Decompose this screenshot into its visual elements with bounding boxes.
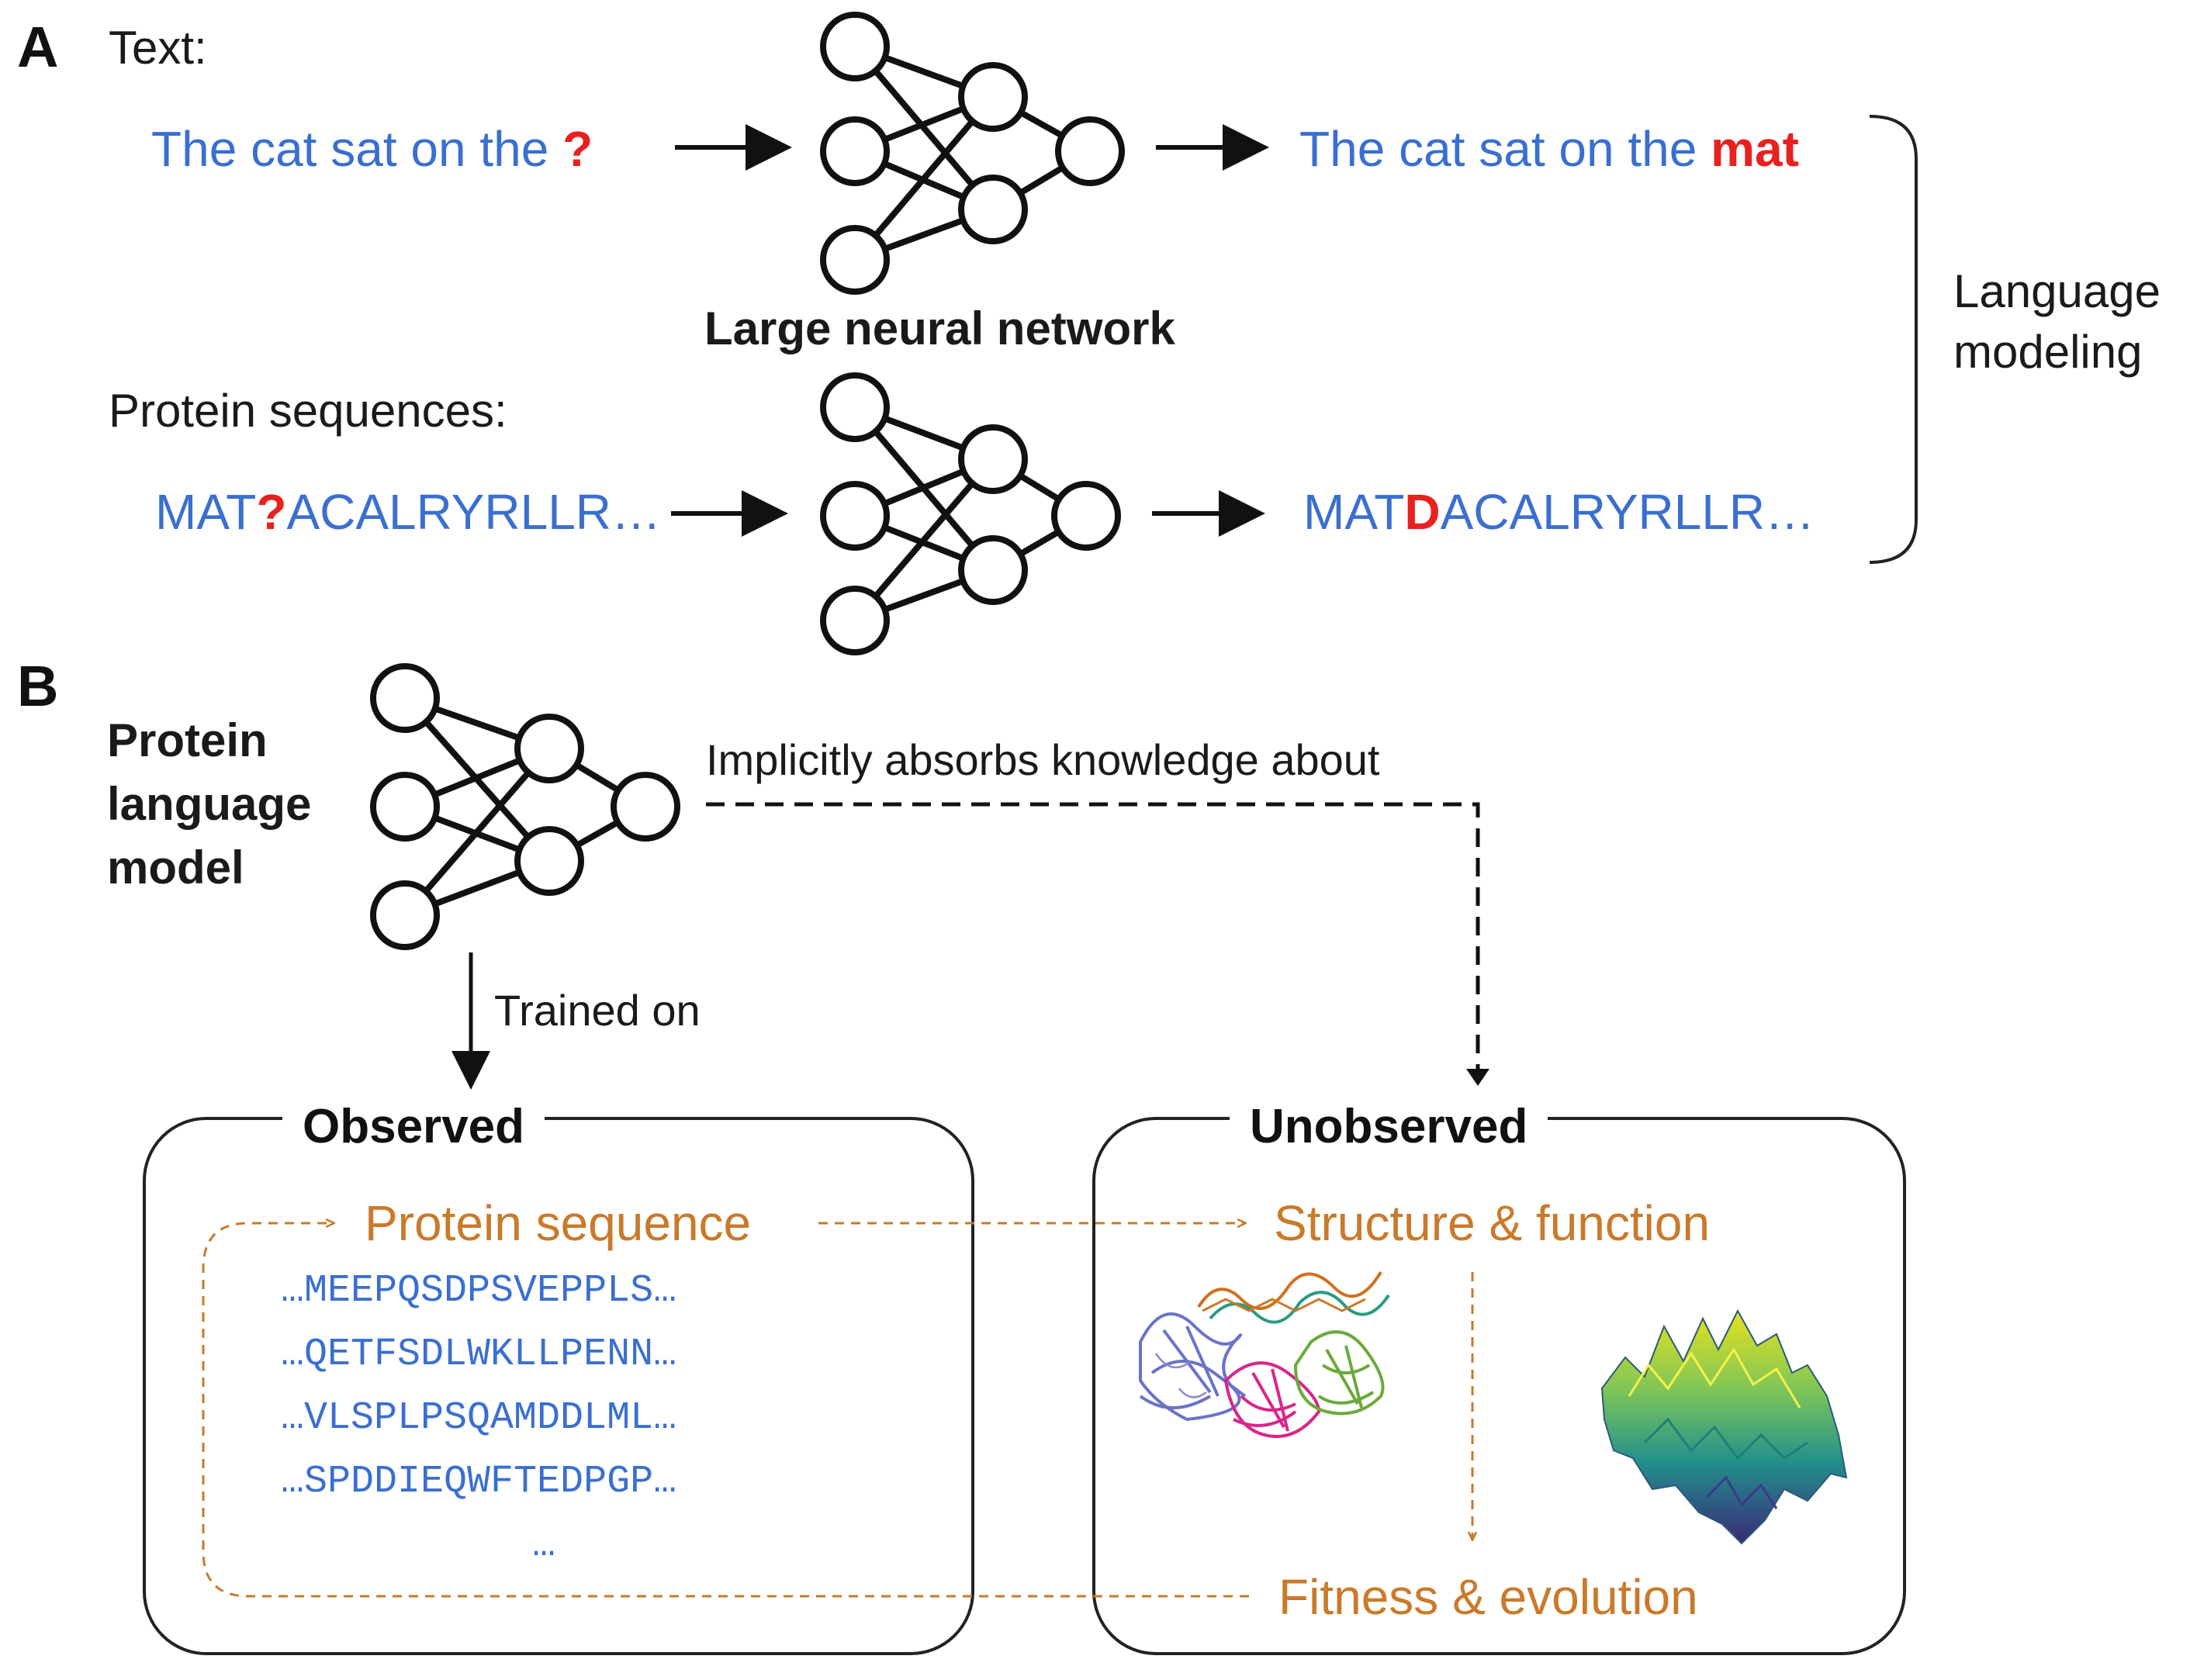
protein-output-prediction: D [1404, 484, 1441, 540]
large-network-label: Large neural network [704, 302, 1175, 354]
text-input-sentence: The cat sat on the ? [151, 124, 593, 174]
absorbs-knowledge-arrow [706, 802, 1480, 1080]
fitness-landscape-illustration [1600, 1308, 1848, 1545]
neural-network-icon-plm [370, 663, 680, 950]
panel-b-letter: B [17, 654, 59, 718]
language-modeling-bracket [1869, 115, 1918, 564]
panel-a-letter: A [17, 15, 59, 79]
unobserved-title: Unobserved [1230, 1103, 1548, 1151]
observed-sequence-4: …SPDDIEQWFTEDPGP… [281, 1460, 677, 1504]
structure-function-label: Structure & function [1274, 1195, 1711, 1251]
absorbs-knowledge-label: Implicitly absorbs knowledge about [706, 735, 1380, 784]
protein-input-sequence: MAT?ACALRYRLLR… [155, 487, 661, 537]
flow-fitness-to-seq [202, 1223, 1249, 1598]
protein-structure-illustration [1139, 1270, 1390, 1438]
observed-title: Observed [282, 1103, 545, 1151]
text-input-mask: ? [562, 121, 593, 177]
text-output-prefix: The cat sat on the [1299, 121, 1711, 177]
observed-sequence-1: …MEEPQSDPSVEPPLS… [281, 1269, 677, 1313]
trained-on-label: Trained on [494, 986, 701, 1035]
protein-input-mask: ? [256, 484, 287, 540]
neural-network-icon-text [820, 12, 1125, 295]
flow-arrows [202, 1223, 1472, 1598]
neural-network-icon-protein [820, 372, 1121, 655]
arrows-panel-a [671, 124, 1269, 537]
observed-sequence-3: …VLSPLPSQAMDDLML… [281, 1396, 677, 1440]
protein-output-sequence: MATDACALRYRLLR… [1303, 487, 1815, 537]
plm-label-line3: model [107, 842, 244, 894]
observed-sequence-ellipsis: … [532, 1523, 556, 1568]
plm-label-line1: Protein [107, 714, 268, 766]
language-modeling-label-line1: Language [1953, 265, 2161, 317]
absorbs-arrowhead [1466, 1069, 1489, 1086]
fitness-evolution-label: Fitness & evolution [1278, 1569, 1698, 1625]
text-output-sentence: The cat sat on the mat [1299, 124, 1799, 174]
protein-input-suffix: ACALRYRLLR… [286, 484, 661, 540]
protein-input-prefix: MAT [155, 484, 257, 540]
protein-output-suffix: ACALRYRLLR… [1440, 484, 1815, 540]
text-output-prediction: mat [1711, 121, 1799, 177]
language-modeling-label-line2: modeling [1953, 326, 2143, 378]
protein-output-prefix: MAT [1303, 484, 1405, 540]
protein-sequence-heading: Protein sequence [365, 1195, 752, 1251]
text-section-label: Text: [109, 22, 207, 74]
plm-label-line2: language [107, 778, 312, 830]
observed-box [143, 1117, 974, 1655]
protein-section-label: Protein sequences: [109, 385, 507, 437]
observed-sequence-2: …QETFSDLWKLLPENN… [281, 1333, 677, 1377]
text-input-prefix: The cat sat on the [151, 121, 563, 177]
